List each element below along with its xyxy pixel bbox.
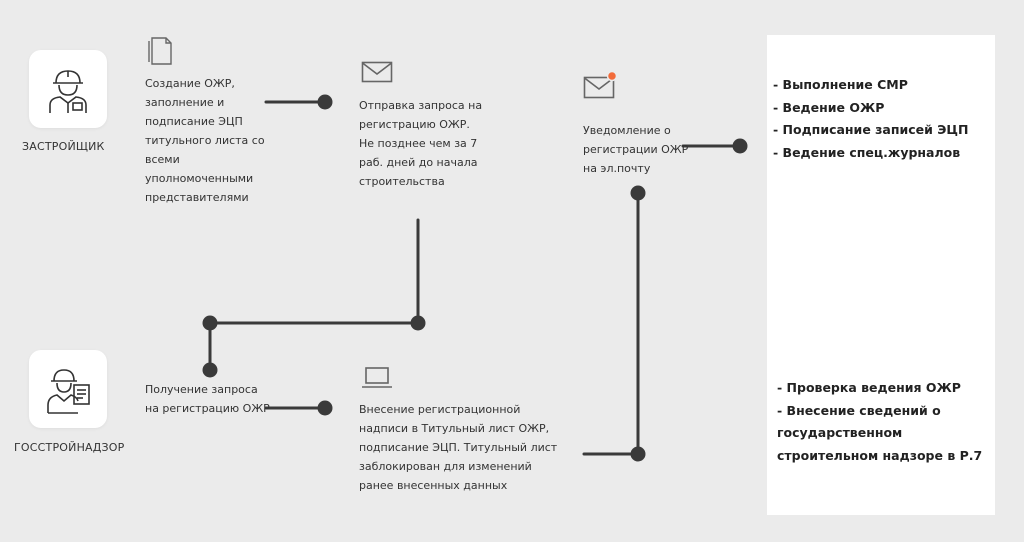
laptop-icon	[362, 367, 392, 388]
developer-responsibility-item: - Подписание записей ЭЦП	[773, 122, 969, 137]
developer-responsibilities: - Выполнение СМР - Ведение ОЖР - Подписа…	[773, 74, 991, 164]
document-icon	[148, 37, 172, 65]
responsibilities-panel: - Выполнение СМР - Ведение ОЖР - Подписа…	[767, 35, 995, 515]
supervisor-responsibility-item: - Проверка ведения ОЖР	[777, 380, 961, 395]
developer-responsibility-item: - Выполнение СМР	[773, 77, 908, 92]
supervisor-label: ГОССТРОЙНАДЗОР	[14, 441, 125, 454]
supervisor-responsibility-item: - Внесение сведений о государственном ст…	[777, 402, 983, 463]
supervisor-responsibilities: - Проверка ведения ОЖР - Внесение сведен…	[777, 377, 991, 467]
step-send-text: Отправка запроса на регистрацию ОЖР. Не …	[359, 99, 483, 188]
envelope-icon	[361, 61, 393, 83]
developer-responsibility-item: - Ведение спец.журналов	[773, 144, 961, 160]
builder-worker-icon	[49, 70, 87, 113]
node-mid-left	[202, 315, 218, 331]
developer-responsibility-item: - Ведение ОЖР	[773, 99, 885, 115]
node-receive	[317, 400, 333, 416]
node-left-bottom	[202, 362, 218, 378]
developer-label: ЗАСТРОЙЩИК	[22, 140, 105, 153]
node-notify	[732, 138, 748, 154]
developer-icon-box	[29, 50, 107, 128]
supervisor-icon-box	[29, 350, 107, 428]
inspector-worker-icon	[47, 369, 90, 414]
node-send	[410, 315, 426, 331]
node-register	[630, 446, 646, 462]
step-create-text: Создание ОЖР, заполнение и подписание ЭЦ…	[145, 77, 265, 204]
envelope-notification-icon	[583, 70, 618, 99]
node-notify-top	[630, 185, 646, 201]
step-notify-text: Уведомление о регистрации ОЖР на эл.почт…	[583, 124, 689, 175]
node-create	[317, 94, 333, 110]
step-receive-text: Получение запроса на регистрацию ОЖР	[145, 383, 270, 415]
step-register-text: Внесение регистрационной надписи в Титул…	[359, 403, 558, 492]
